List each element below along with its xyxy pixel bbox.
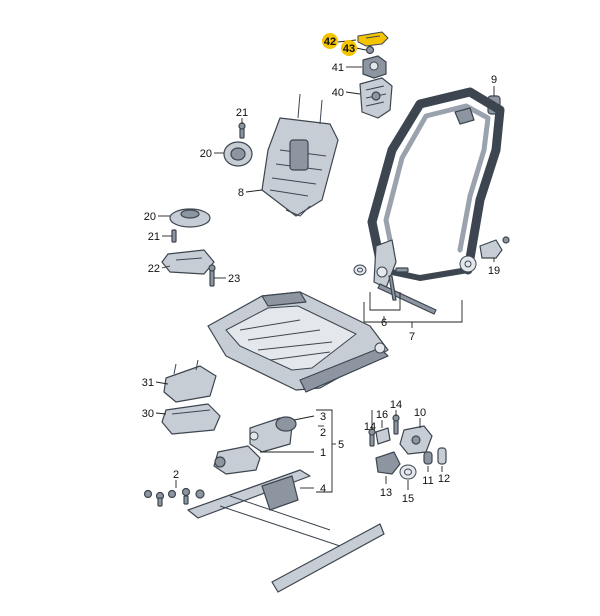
callout-19: 19 (488, 265, 500, 277)
callout-6: 6 (381, 317, 387, 329)
callout-14-left: 14 (364, 421, 376, 433)
callout-4: 4 (320, 483, 326, 495)
callout-41: 41 (332, 62, 344, 74)
callout-43: 43 (343, 43, 355, 55)
part-3-motor (249, 416, 297, 453)
part-43-nut (365, 45, 375, 55)
part-30-control-unit (161, 403, 221, 435)
part-22-bracket (161, 249, 215, 275)
callout-12: 12 (438, 473, 450, 485)
part-16-plug (375, 427, 391, 445)
part-4-seat-rail (187, 469, 385, 593)
part-14-screw-a (368, 428, 376, 447)
callout-3: 3 (320, 411, 326, 423)
callout-20-lower: 20 (144, 211, 156, 223)
part-40-motor-housing (359, 77, 393, 119)
part-1-motor (213, 445, 261, 475)
callout-43-highlight (341, 40, 357, 56)
callout-1: 1 (320, 447, 326, 459)
part-23-bolt (208, 264, 216, 287)
callout-8: 8 (238, 187, 244, 199)
part-42-clip (357, 31, 389, 47)
callout-2-left: 2 (173, 469, 179, 481)
callout-42: 42 (324, 36, 336, 48)
callout-21-lower: 21 (148, 231, 160, 243)
part-10-switch (399, 425, 433, 455)
part-20-motor-lower (169, 208, 211, 228)
part-31-bracket (163, 359, 217, 403)
part-20-pulley-upper (223, 141, 253, 167)
part-6-pins (353, 264, 437, 315)
callout-labels: 42 43 41 40 9 21 20 8 20 21 22 23 19 6 7… (142, 33, 500, 505)
callout-9: 9 (491, 74, 497, 86)
part-21-screw-upper (238, 122, 246, 139)
callout-30: 30 (142, 408, 154, 420)
callout-22: 22 (148, 263, 160, 275)
leader-lines (155, 39, 495, 493)
callout-7: 7 (409, 331, 415, 343)
part-19-sensor (479, 236, 510, 259)
part-7-backrest-frame (367, 87, 505, 289)
part-21-screw-lower (171, 229, 177, 243)
part-41-adjuster (362, 55, 387, 79)
part-13-housing (375, 451, 401, 475)
callout-14-right: 14 (390, 399, 402, 411)
part-14-screw-b (392, 414, 400, 435)
part-15-ring (399, 464, 417, 480)
callout-20-upper: 20 (200, 148, 212, 160)
callout-11: 11 (422, 475, 433, 487)
callout-15: 15 (402, 493, 414, 505)
part-2-screw-set (143, 487, 205, 507)
callout-2-center: 2 (320, 427, 326, 439)
callout-13: 13 (380, 487, 392, 499)
callout-42-highlight (322, 33, 338, 49)
callout-31: 31 (142, 377, 154, 389)
callout-5: 5 (338, 439, 344, 451)
callout-21-upper: 21 (236, 107, 248, 119)
part-8-lumbar-mat (261, 93, 339, 217)
part-12-cap (437, 447, 447, 465)
callout-23: 23 (228, 273, 240, 285)
seat-pan-frame (207, 291, 389, 393)
part-11-knob (423, 451, 433, 465)
callout-40: 40 (332, 87, 344, 99)
callout-10: 10 (414, 407, 426, 419)
callout-16: 16 (376, 409, 388, 421)
